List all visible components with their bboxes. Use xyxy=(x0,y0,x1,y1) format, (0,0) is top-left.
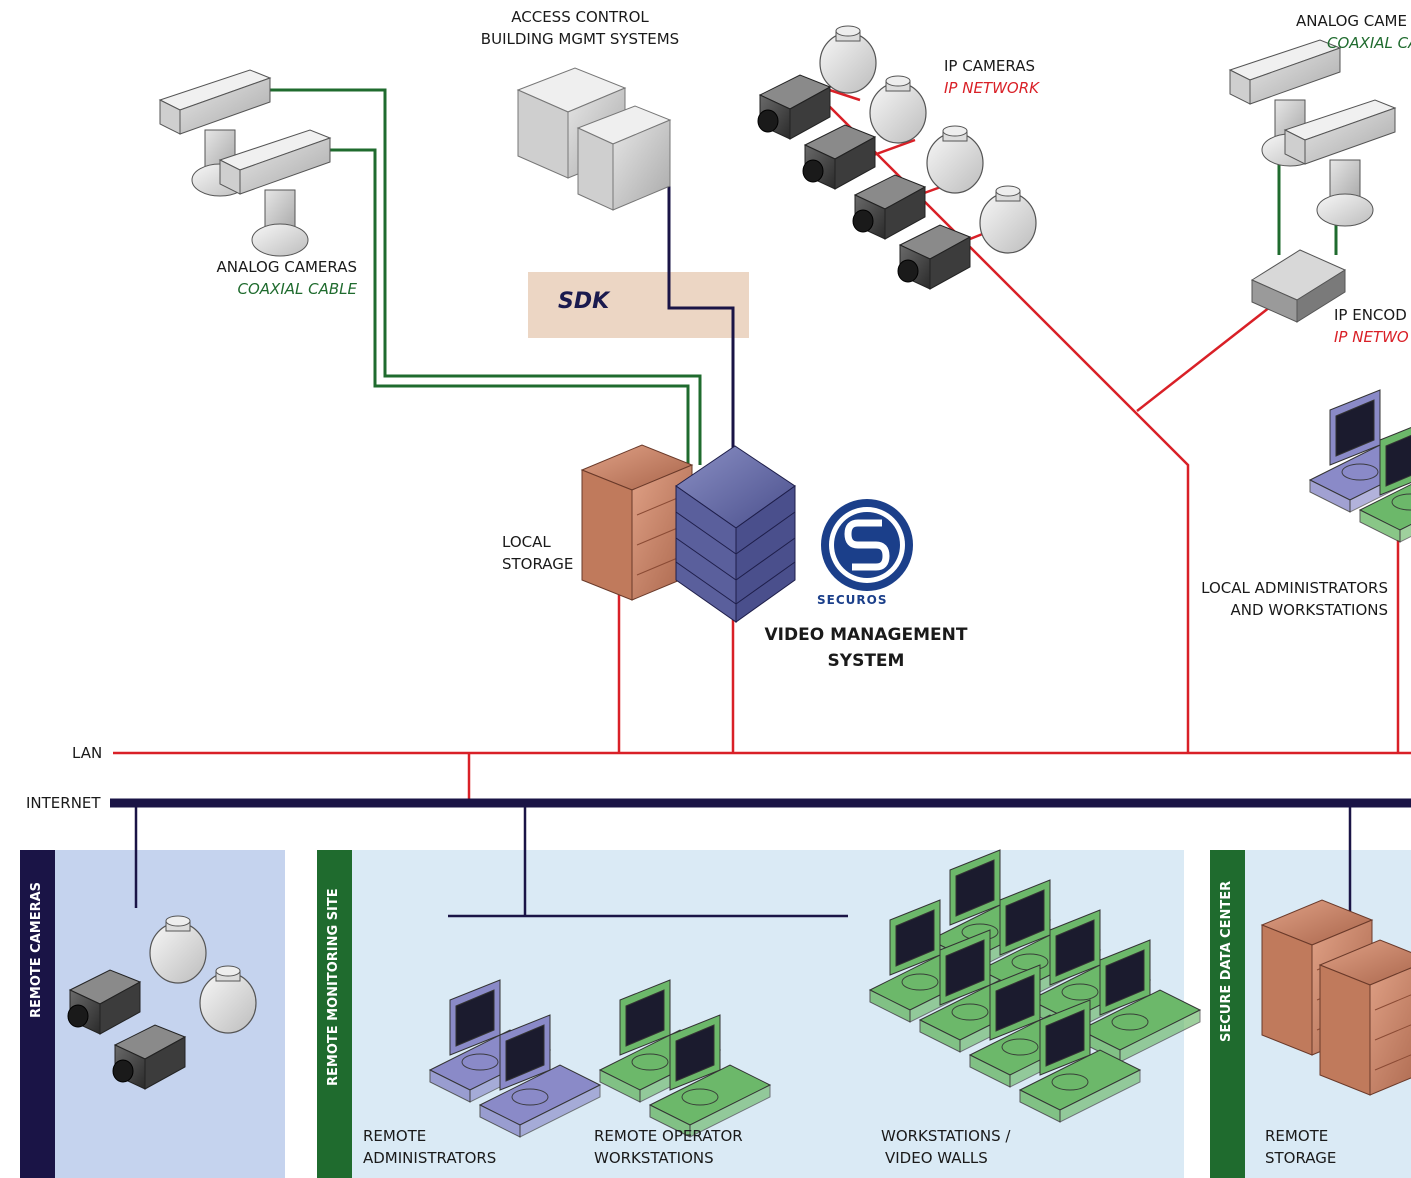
zone-label-remote-cameras: REMOTE CAMERAS xyxy=(29,881,44,1018)
sdk-line xyxy=(667,180,735,455)
zone-label-secure-data-center: SECURE DATA CENTER xyxy=(1219,880,1234,1042)
access-control-label: ACCESS CONTROL BUILDING MGMT SYSTEMS xyxy=(480,8,680,48)
lan-label: LAN xyxy=(72,744,103,762)
securos-logo-text: SECUROS xyxy=(817,593,888,607)
analog-cameras-left-label: ANALOG CAMERAS COAXIAL CABLE xyxy=(216,258,357,298)
analog-cameras-right-label: ANALOG CAME COAXIAL CA xyxy=(1296,12,1411,52)
sdk-box xyxy=(528,272,749,338)
local-admins-label: LOCAL ADMINISTRATORS AND WORKSTATIONS xyxy=(1201,579,1388,619)
analog-cameras-left xyxy=(159,69,331,257)
sdk-label: SDK xyxy=(558,289,610,314)
analog-cameras-right xyxy=(1229,39,1396,227)
remote-operator-label: REMOTE OPERATOR WORKSTATIONS xyxy=(594,1127,743,1167)
vms-label: VIDEO MANAGEMENT SYSTEM xyxy=(764,625,968,671)
securos-logo xyxy=(821,499,913,591)
zone-label-remote-monitoring: REMOTE MONITORING SITE xyxy=(326,888,341,1086)
workstations-label: WORKSTATIONS / VIDEO WALLS xyxy=(881,1127,1011,1167)
remote-admins-label: REMOTE ADMINISTRATORS xyxy=(363,1127,497,1167)
internet-label: INTERNET xyxy=(26,794,101,812)
ip-encoder-device xyxy=(1250,249,1347,323)
ip-encoder-label: IP ENCOD IP NETWO xyxy=(1334,306,1409,346)
remote-storage-label: REMOTE STORAGE xyxy=(1265,1127,1337,1167)
local-storage-label: LOCAL STORAGE xyxy=(502,533,574,573)
ip-cameras-label: IP CAMERAS IP NETWORK xyxy=(944,57,1039,97)
coaxial-cables xyxy=(262,88,1338,470)
vms-server xyxy=(675,445,796,623)
local-admin-workstations xyxy=(1309,389,1411,543)
access-control-servers xyxy=(516,67,672,211)
internet-drops xyxy=(134,803,1352,948)
